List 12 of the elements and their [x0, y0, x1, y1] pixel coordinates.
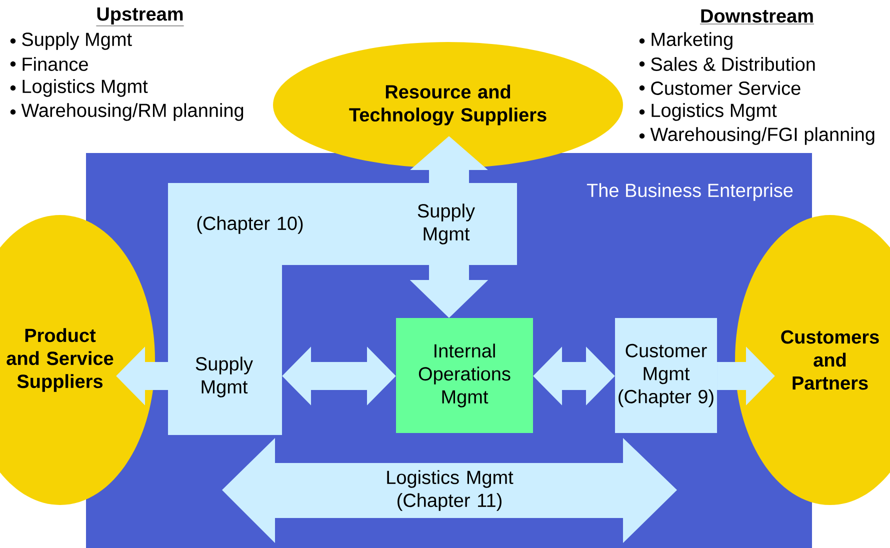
bullet-item: Warehousing/FGI planning [639, 127, 874, 145]
bullet-item: Customer Service [639, 81, 800, 95]
bullet-item: Marketing [639, 32, 732, 50]
bullet-item: Logistics Mgmt [10, 79, 148, 97]
column-heading: Upstream [96, 8, 184, 26]
bullet-item: Warehousing/RM planning [10, 103, 244, 121]
column-heading: Downstream [700, 9, 814, 24]
operations-box: Internal Operations Mgmt [396, 318, 533, 433]
bullet-item: Logistics Mgmt [639, 103, 777, 121]
bullet-item: Sales & Distribution [639, 57, 815, 71]
bullet-item: Finance [10, 57, 88, 71]
bullet-item: Supply Mgmt [10, 32, 132, 50]
